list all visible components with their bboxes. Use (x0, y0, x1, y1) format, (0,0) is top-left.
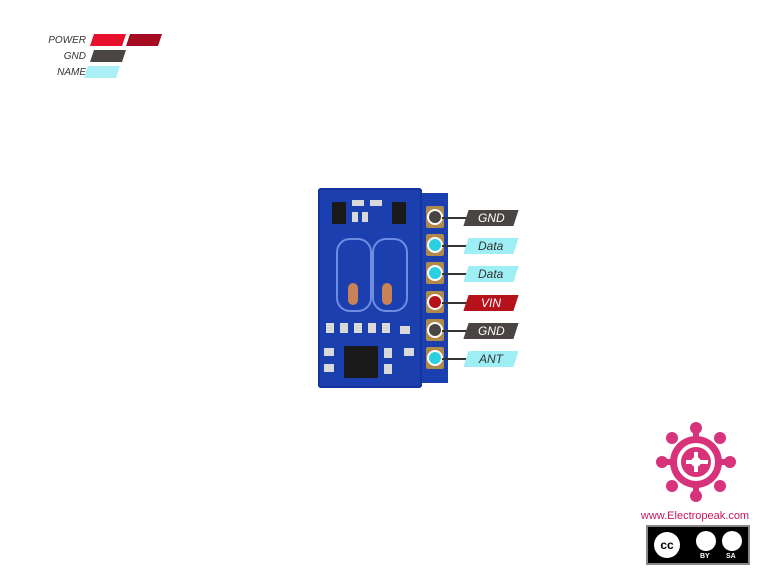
pin-dot-gnd-2 (429, 324, 441, 336)
pin-label-text: ANT (479, 352, 503, 366)
smd-part (370, 200, 382, 206)
smd-part (362, 212, 368, 222)
legend-power-swatch-2 (126, 34, 162, 46)
by-label: BY (700, 553, 710, 560)
copper-pad (382, 283, 392, 305)
website-url: www.Electropeak.com (640, 510, 750, 522)
transistor-1 (332, 202, 346, 224)
smd-part (340, 323, 348, 333)
smd-part (352, 200, 364, 206)
inductor-trace (372, 238, 408, 312)
pin-connector-line (442, 245, 468, 247)
pin-dot-gnd-1 (429, 211, 441, 223)
pin-dot-ant (429, 352, 441, 364)
legend-name-swatch (84, 66, 120, 78)
smd-part (384, 364, 392, 374)
smd-part (324, 348, 334, 356)
legend-gnd-swatch (90, 50, 126, 62)
smd-part (324, 364, 334, 372)
transistor-2 (392, 202, 406, 224)
smd-part (384, 348, 392, 358)
cc-icon: cc (654, 532, 680, 558)
pin-label-data-1: Data (463, 238, 519, 254)
pin-label-text: VIN (480, 296, 501, 310)
smd-part (400, 326, 410, 334)
pin-connector-line (442, 330, 468, 332)
pcb-board (318, 188, 422, 388)
smd-part (368, 323, 376, 333)
smd-part (326, 323, 334, 333)
pin-label-vin: VIN (463, 295, 519, 311)
pin-dot-vin (429, 296, 441, 308)
pin-label-text: Data (478, 239, 504, 253)
pin-connector-line (442, 358, 468, 360)
electropeak-logo-icon (656, 422, 736, 502)
pin-label-data-2: Data (463, 266, 519, 282)
pin-dot-data-1 (429, 239, 441, 251)
by-icon (696, 531, 716, 551)
pin-label-text: Data (478, 267, 504, 281)
ic-chip (344, 346, 378, 378)
legend-power-label: POWER (48, 35, 86, 46)
pin-label-text: GND (477, 211, 505, 225)
legend-gnd-label: GND (63, 51, 86, 62)
pin-label-gnd-2: GND (463, 323, 519, 339)
smd-part (404, 348, 414, 356)
legend-power-swatch (90, 34, 126, 46)
legend-name-label: NAME (57, 67, 86, 78)
pin-label-ant: ANT (463, 351, 519, 367)
sa-icon (722, 531, 742, 551)
copper-pad (348, 283, 358, 305)
smd-part (352, 212, 358, 222)
inductor-trace (336, 238, 372, 312)
pin-connector-line (442, 217, 468, 219)
sa-label: SA (726, 553, 736, 560)
pin-connector-line (442, 302, 468, 304)
pin-connector-line (442, 273, 468, 275)
smd-part (354, 323, 362, 333)
smd-part (382, 323, 390, 333)
cc-license-badge: cc BY SA (646, 525, 750, 565)
electropeak-logo (654, 420, 738, 509)
pin-label-text: GND (477, 324, 505, 338)
pin-dot-data-2 (429, 267, 441, 279)
pin-label-gnd-1: GND (463, 210, 519, 226)
